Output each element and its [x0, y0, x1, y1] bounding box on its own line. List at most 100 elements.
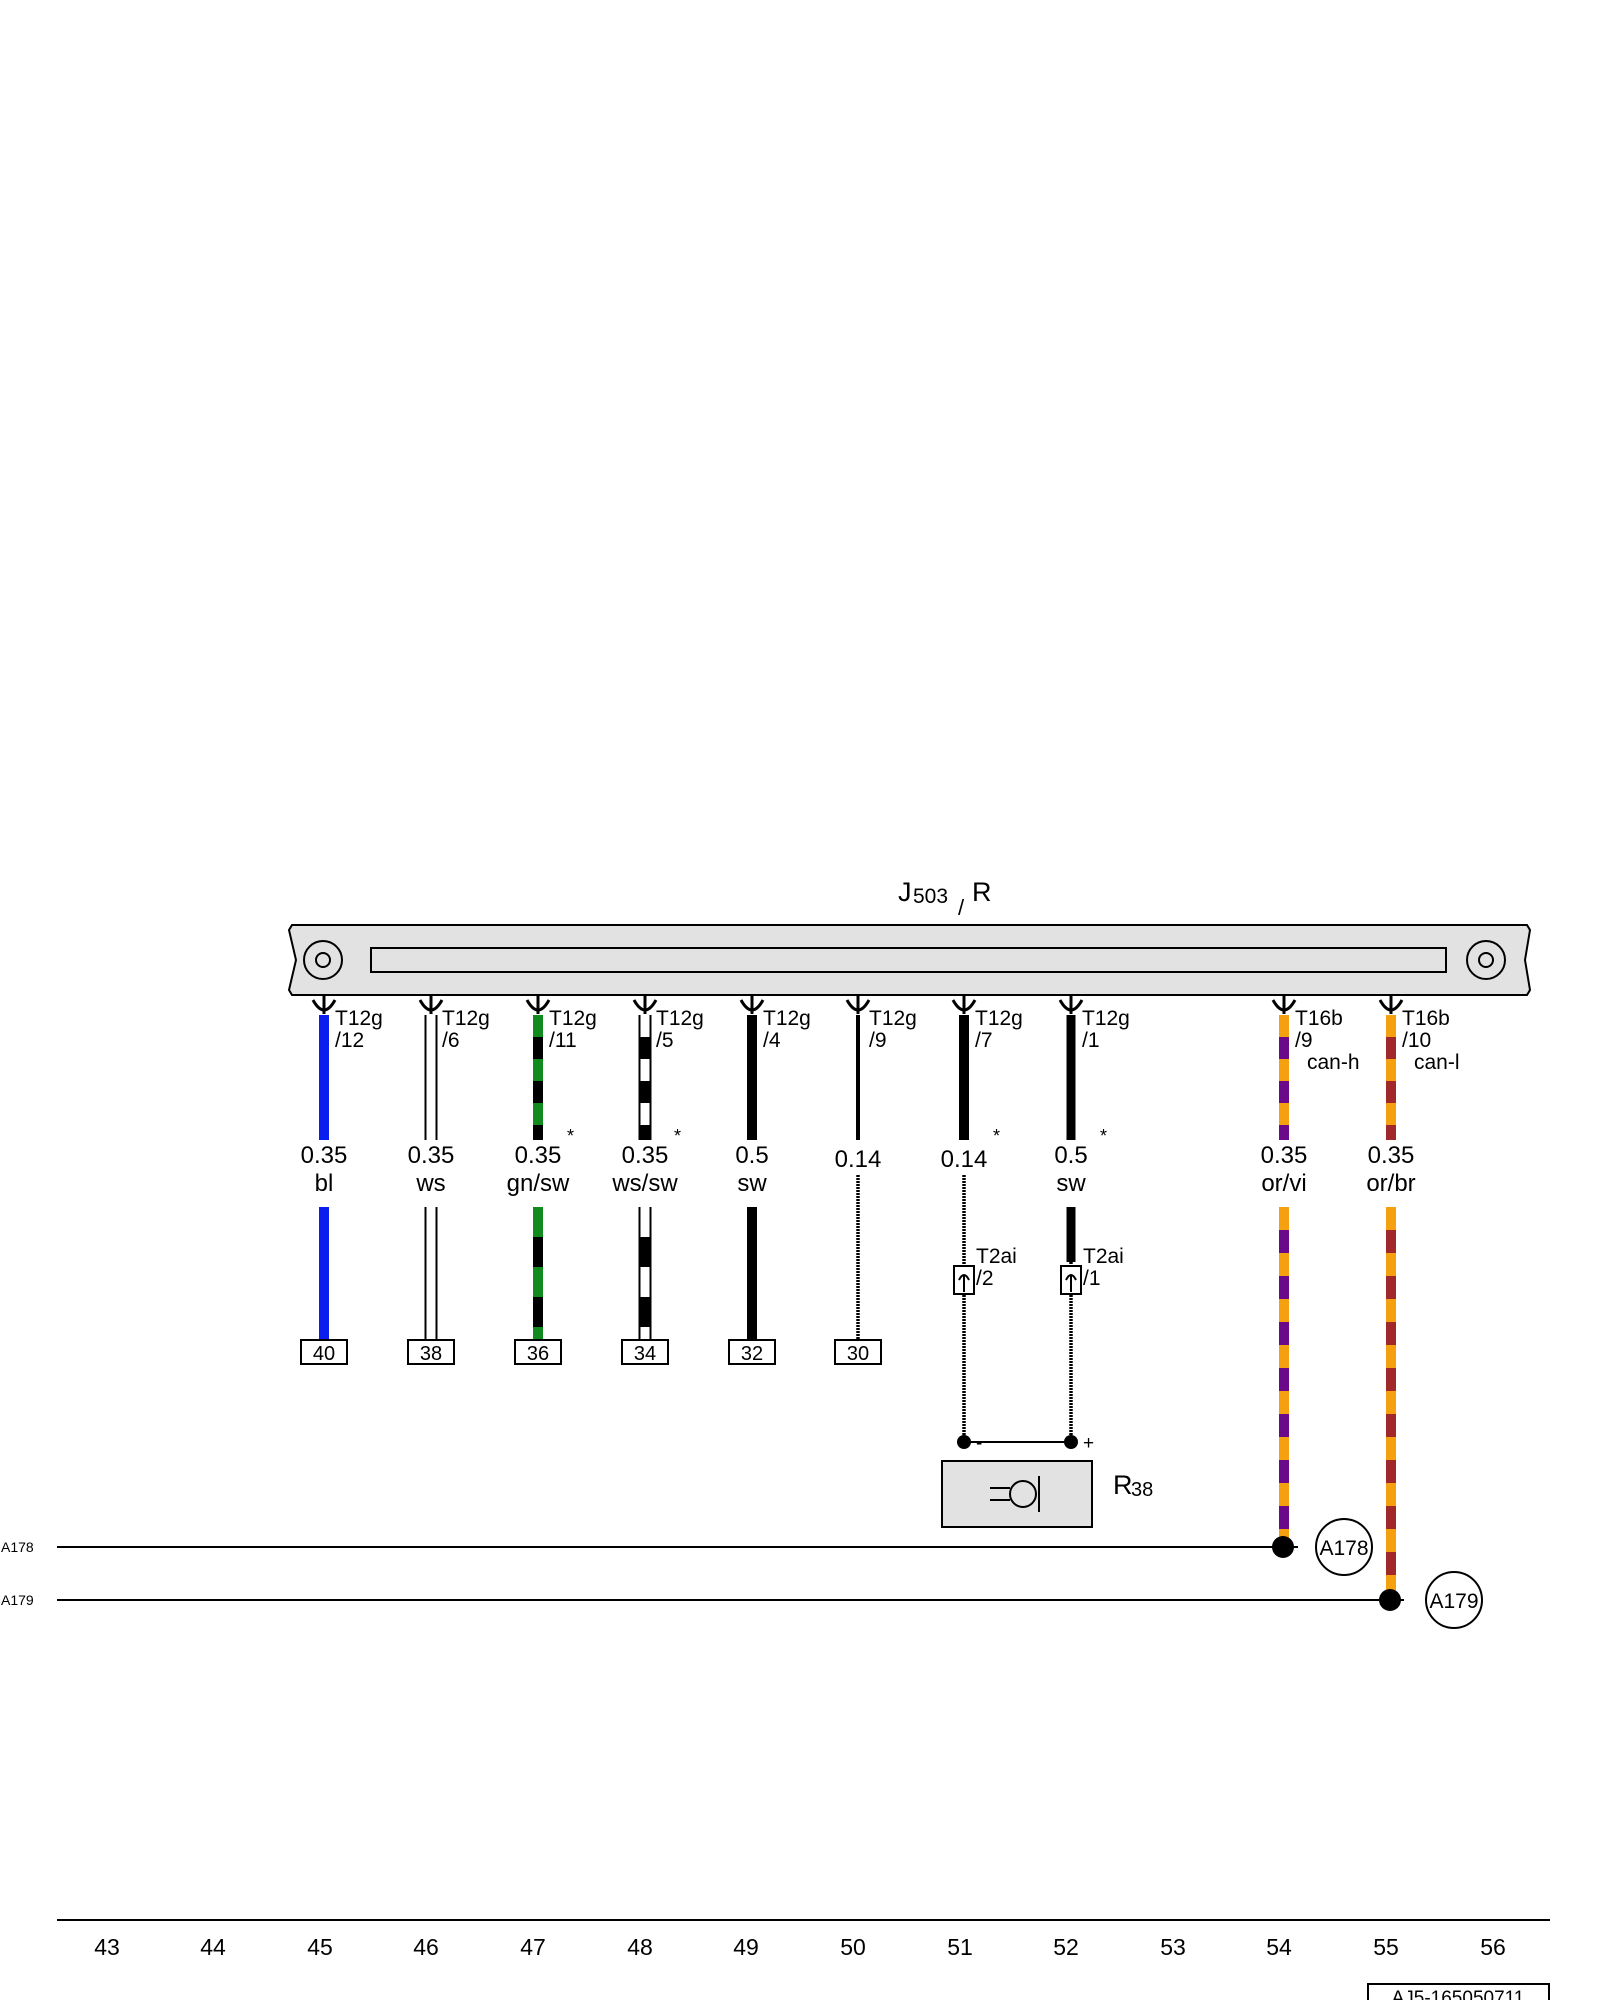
mount-hole-left-inner-icon: [315, 952, 331, 968]
mount-hole-right-icon: [1466, 940, 1506, 980]
column-number: 46: [413, 1934, 439, 1960]
wire-lower: [319, 1207, 329, 1340]
wire-upper-segment: [640, 1015, 650, 1037]
wire-upper-segment: [1279, 1059, 1289, 1081]
signal-name: can-h: [1307, 1051, 1360, 1074]
ref-circle-a178[interactable]: [1315, 1518, 1373, 1576]
inline-connector-pin: /2: [976, 1267, 994, 1290]
wire-gauge: 0.14: [835, 1146, 882, 1173]
wire-lower-segment: [1279, 1299, 1289, 1322]
bus-side-label-a178: A178: [1, 1539, 34, 1555]
column-number: 55: [1373, 1934, 1399, 1960]
wire-upper-segment: [1279, 1015, 1289, 1037]
optional-marker: *: [993, 1126, 1000, 1146]
terminal-box: [514, 1339, 562, 1365]
ref-circle-a179[interactable]: [1425, 1571, 1483, 1629]
inline-connector-pin: /1: [1083, 1267, 1101, 1290]
terminal-number: 36: [527, 1343, 549, 1365]
wire-upper-segment: [533, 1037, 543, 1059]
wire-lower: [747, 1207, 757, 1340]
wire-lower-segment: [640, 1297, 650, 1327]
connector-name: T12g: [1082, 1007, 1130, 1030]
drawing-id-box: [1367, 1983, 1550, 2000]
wire-color-code: or/vi: [1261, 1170, 1306, 1197]
wire-color-code: ws/sw: [611, 1170, 678, 1197]
wire-upper-segment: [1386, 1125, 1396, 1140]
wire-gauge: 0.35: [515, 1142, 562, 1169]
terminal-number: 38: [420, 1343, 442, 1365]
connector-pin: /1: [1082, 1029, 1100, 1052]
wire-gauge: 0.5: [1054, 1142, 1087, 1169]
connector-pin: /4: [763, 1029, 781, 1052]
wire-lower-segment: [1386, 1575, 1396, 1598]
wire-lower-segment: [533, 1267, 543, 1297]
wire-lower-segment: [1386, 1437, 1396, 1460]
wire-upper-segment: [1386, 1015, 1396, 1037]
mount-hole-right-inner-icon: [1478, 952, 1494, 968]
inline-connector-arc-icon: [958, 1274, 970, 1281]
wire-lower-segment: [1386, 1345, 1396, 1368]
connector-pin: /6: [442, 1029, 460, 1052]
wire-gauge: 0.35: [408, 1142, 455, 1169]
component-suffix: R: [972, 877, 992, 907]
terminal-number: 34: [634, 1343, 656, 1365]
wire-upper-segment: [533, 1125, 543, 1140]
wire-lower-segment: [533, 1207, 543, 1237]
column-number: 49: [733, 1934, 759, 1960]
inline-connector-name: T2ai: [1083, 1245, 1124, 1268]
drawing-id-text: AJ5-165050711: [1392, 1988, 1525, 2000]
wire-lower-segment: [1386, 1276, 1396, 1299]
column-number: 53: [1160, 1934, 1186, 1960]
r38-number: 38: [1131, 1479, 1153, 1501]
wire-upper: [1066, 1015, 1076, 1140]
wire-upper: [747, 1015, 757, 1140]
junction-a179-icon: [1379, 1589, 1401, 1611]
r38-body: [941, 1460, 1093, 1528]
wire-upper: [319, 1015, 329, 1140]
connector-pin: /7: [975, 1029, 993, 1052]
connector-pin: /9: [869, 1029, 887, 1052]
connector-pin: /9: [1295, 1029, 1313, 1052]
wire-lower-segment: [533, 1297, 543, 1327]
terminal-box: [621, 1339, 669, 1365]
terminal-box: [300, 1339, 348, 1365]
wire-lower-segment: [1279, 1460, 1289, 1483]
wire-lower-segment: [1386, 1529, 1396, 1552]
wire-upper-segment: [1279, 1125, 1289, 1140]
terminal-box: [407, 1339, 455, 1365]
housing-slot: [370, 947, 1447, 973]
wire-lower-segment: [1279, 1414, 1289, 1437]
mount-hole-left-icon: [303, 940, 343, 980]
wire-upper: [856, 1015, 860, 1140]
connector-name: T12g: [442, 1007, 490, 1030]
column-number: 56: [1480, 1934, 1506, 1960]
bus-side-label-a179: A179: [1, 1592, 34, 1608]
wire-lower-segment: [1386, 1207, 1396, 1230]
wire-lower-segment: [1386, 1368, 1396, 1391]
connector-name: T12g: [975, 1007, 1023, 1030]
wire-lower-segment: [1386, 1460, 1396, 1483]
wire-upper-segment: [1386, 1103, 1396, 1125]
connector-name: T12g: [656, 1007, 704, 1030]
column-number: 45: [307, 1934, 333, 1960]
terminal-number: 30: [847, 1343, 869, 1365]
wire-lower-segment: [1386, 1391, 1396, 1414]
wire-lower-segment: [1386, 1483, 1396, 1506]
component-r38: R 38: [941, 1441, 1153, 1528]
terminal-number: 40: [313, 1343, 335, 1365]
wire-lower-segment: [1386, 1230, 1396, 1253]
wire-lower-segment: [640, 1237, 650, 1267]
wire-color-code: sw: [737, 1170, 767, 1197]
